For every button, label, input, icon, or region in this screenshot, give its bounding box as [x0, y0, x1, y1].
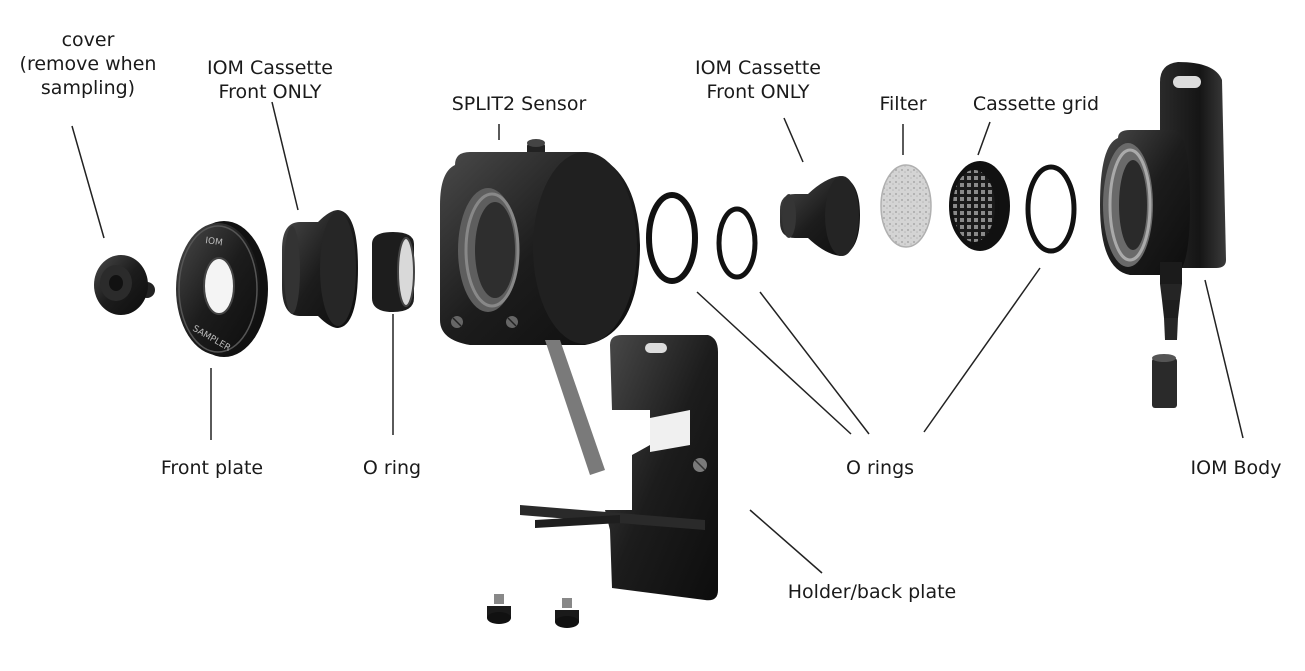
cover-part [94, 255, 155, 315]
leader-o-rings-2 [759, 291, 870, 435]
label-o-ring: O ring [362, 457, 422, 479]
front-plate-top-text: IOM [205, 236, 224, 248]
label-holder-back-plate: Holder/back plate [787, 581, 957, 603]
label-cover-line-3: sampling) [40, 77, 136, 99]
label-iom-cassette-right: IOM Cassette Front ONLY [668, 56, 848, 104]
iom-cassette-right-part [780, 176, 860, 256]
o-rings-part [646, 164, 1077, 284]
filter-part [880, 164, 932, 248]
leader-o-rings-3 [923, 267, 1041, 433]
label-filter: Filter [879, 93, 927, 115]
label-iom-cassette-left: IOM Cassette Front ONLY [180, 56, 360, 104]
label-front-plate: Front plate [160, 457, 264, 479]
iom-body-part [1100, 62, 1226, 408]
label-iom-cassette-left-line-2: Front ONLY [218, 81, 322, 103]
leader-iom-cassette-left [271, 101, 299, 211]
leader-cover [71, 125, 105, 239]
leader-iom-cassette-right [783, 117, 804, 163]
front-plate-part: IOM SAMPLER [176, 221, 268, 357]
holder-back-plate-part [520, 335, 718, 601]
leader-cassette-grid [977, 121, 991, 156]
screws-part [487, 594, 579, 628]
label-iom-cassette-left-line-1: IOM Cassette [207, 57, 333, 79]
o-ring-part [372, 232, 415, 312]
leader-lines [71, 101, 1244, 574]
label-iom-body: IOM Body [1190, 457, 1282, 479]
label-cover-line-1: cover [61, 29, 115, 51]
label-iom-cassette-right-line-2: Front ONLY [706, 81, 810, 103]
cassette-grid-part [949, 161, 1010, 251]
label-o-rings: O rings [845, 457, 915, 479]
iom-cassette-left-part [282, 210, 358, 328]
label-cover-line-2: (remove when [19, 53, 157, 75]
leader-o-rings-1 [696, 291, 852, 435]
split2-sensor-part [440, 139, 640, 345]
label-split2-sensor: SPLIT2 Sensor [451, 93, 587, 115]
label-cover: cover (remove when sampling) [4, 28, 172, 100]
label-cassette-grid: Cassette grid [972, 93, 1100, 115]
leader-iom-body [1204, 279, 1244, 439]
leader-holder [749, 509, 823, 574]
label-iom-cassette-right-line-1: IOM Cassette [695, 57, 821, 79]
